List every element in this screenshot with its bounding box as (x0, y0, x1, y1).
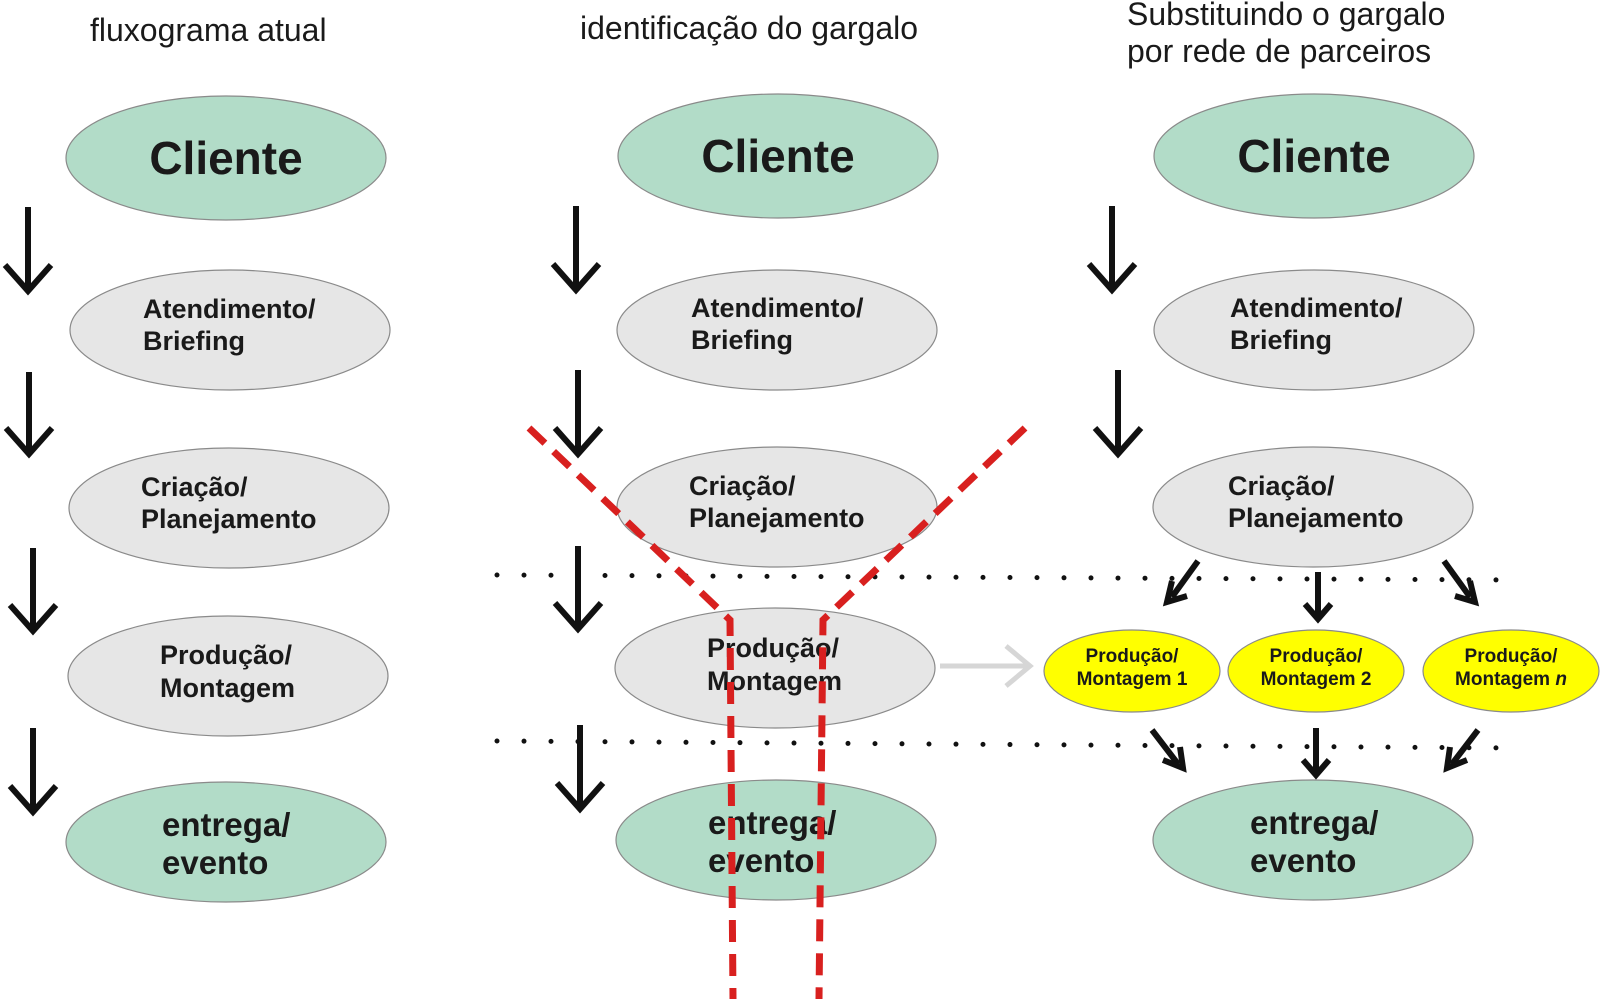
column-partners: Cliente Atendimento/ Briefing Criação/ P… (1043, 93, 1600, 901)
down-arrow (1092, 370, 1144, 459)
fanout-arrow-center (1302, 572, 1334, 624)
node-atendimento (1153, 269, 1475, 391)
node-entrega-label-1: entrega/ (708, 804, 836, 841)
node-atendimento-label-2: Briefing (1230, 325, 1332, 355)
column-current: Cliente Atendimento/ Briefing Criação/ P… (2, 95, 391, 903)
node-atendimento-label-1: Atendimento/ (143, 294, 316, 324)
partner-node-1-label-1: Produção/ (1086, 646, 1180, 667)
node-entrega-label-1: entrega/ (162, 806, 290, 843)
partner-node-2 (1227, 629, 1405, 713)
fanout-arrow-right (1441, 559, 1480, 607)
node-atendimento-label-1: Atendimento/ (1230, 293, 1403, 323)
node-atendimento-label-2: Briefing (143, 326, 245, 356)
node-atendimento (616, 269, 938, 391)
column-bottleneck: Cliente Atendimento/ Briefing Criação/ P… (526, 93, 1034, 999)
down-arrow (552, 546, 604, 634)
node-criacao-label-2: Planejamento (689, 503, 865, 533)
fanout-arrow-left (1162, 559, 1201, 607)
partner-node-1-label-2: Montagem 1 (1077, 669, 1188, 690)
column-title-partners-line1: Substituindo o gargalo (1127, 0, 1445, 32)
bottleneck-funnel-left (526, 425, 737, 999)
down-arrow (552, 370, 604, 459)
node-atendimento (69, 269, 391, 391)
down-arrow (7, 728, 59, 817)
partner-node-1 (1043, 629, 1221, 713)
converge-arrow-left (1149, 728, 1187, 773)
node-producao-bottleneck (614, 607, 936, 729)
node-atendimento-label-1: Atendimento/ (691, 293, 864, 323)
down-arrow (2, 207, 54, 296)
down-arrow (7, 548, 59, 636)
node-criacao-label-2: Planejamento (1228, 503, 1404, 533)
bottleneck-funnel-right (815, 425, 1028, 999)
node-criacao-label-1: Criação/ (141, 472, 248, 502)
column-title-partners-line2: por rede de parceiros (1127, 33, 1431, 69)
substitution-arrow (940, 644, 1034, 688)
node-cliente-label: Cliente (149, 132, 302, 184)
node-producao-label-1: Produção/ (160, 640, 293, 670)
partner-node-n-label-1: Produção/ (1465, 646, 1559, 667)
converge-arrow-center (1300, 728, 1332, 780)
node-entrega-label-2: evento (708, 842, 814, 879)
node-cliente (617, 93, 939, 219)
node-producao-label-2: Montagem (160, 673, 295, 703)
node-entrega-label-2: evento (1250, 842, 1356, 879)
node-producao (67, 615, 389, 737)
converge-arrow-right (1443, 728, 1481, 773)
node-entrega-label-1: entrega/ (1250, 804, 1378, 841)
down-arrow (554, 725, 606, 814)
down-arrow (550, 206, 602, 295)
column-title-current: fluxograma atual (90, 12, 327, 48)
node-cliente (65, 95, 387, 221)
down-arrow (1086, 206, 1138, 295)
partner-node-2-label-2: Montagem 2 (1261, 669, 1372, 690)
node-entrega-label-2: evento (162, 844, 268, 881)
partner-node-n (1422, 629, 1600, 713)
node-entrega (1152, 779, 1474, 901)
node-atendimento-label-2: Briefing (691, 325, 793, 355)
node-criacao (68, 447, 390, 569)
column-title-bottleneck: identificação do gargalo (580, 10, 918, 46)
node-cliente (1153, 93, 1475, 219)
node-criacao-label-1: Criação/ (689, 471, 796, 501)
dotted-separator-top (494, 572, 1513, 583)
partner-node-n-label-2: Montagem n (1455, 669, 1567, 690)
node-cliente-label: Cliente (1237, 130, 1390, 182)
node-cliente-label: Cliente (701, 130, 854, 182)
node-criacao-label-2: Planejamento (141, 504, 317, 534)
down-arrow (3, 372, 55, 459)
dotted-separator-bottom (494, 738, 1513, 751)
node-criacao-label-1: Criação/ (1228, 471, 1335, 501)
node-criacao (1152, 446, 1474, 568)
node-entrega (615, 779, 937, 901)
partner-node-2-label-1: Produção/ (1270, 646, 1364, 667)
node-entrega (65, 781, 387, 903)
